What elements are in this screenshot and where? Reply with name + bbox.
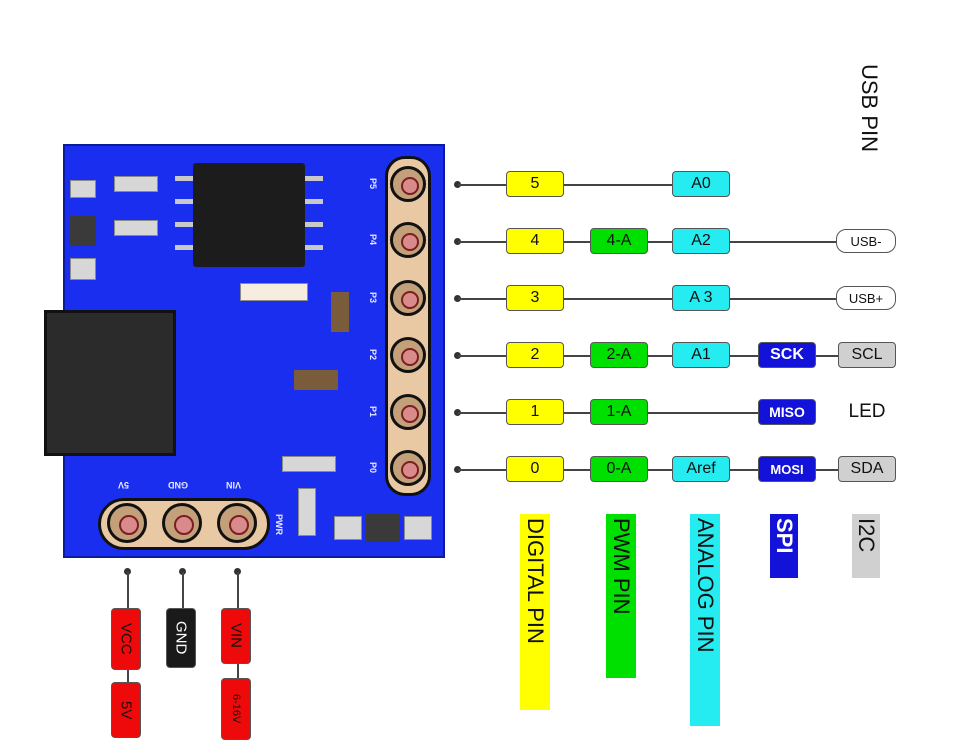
connector-line: [458, 355, 838, 357]
led-component: [240, 283, 308, 301]
chip-pin: [175, 222, 193, 227]
capacitor: [331, 292, 349, 332]
connector-line: [458, 241, 838, 243]
silk-p4: P4: [368, 234, 378, 246]
legend-pwm-pin: PWM PIN: [606, 514, 636, 678]
i2c-label-scl: SCL: [838, 342, 896, 368]
connector-dot: [234, 568, 241, 575]
led-label: LED: [848, 401, 886, 422]
power-label-vin-range: 6-16V: [221, 678, 251, 740]
connector-line: [237, 664, 239, 678]
connector-dot: [179, 568, 186, 575]
spi-label-sck: SCK: [758, 342, 816, 368]
silk-p5: P5: [368, 178, 378, 190]
spi-label-mosi: MOSI: [758, 456, 816, 482]
chip-pin: [175, 245, 193, 250]
silk-p0: P0: [368, 462, 378, 474]
connector-line: [458, 184, 678, 186]
pwm-label-4: 4-A: [590, 228, 648, 254]
connector-dot: [454, 409, 461, 416]
silk-pwr: PWR: [274, 514, 284, 535]
header-pin-p2: [390, 337, 426, 373]
resistor: [298, 488, 316, 536]
connector-dot: [454, 466, 461, 473]
capacitor: [294, 370, 338, 390]
power-label-vcc: VCC: [111, 608, 141, 670]
silk-5v: 5V: [118, 480, 130, 490]
digital-label-5: 5: [506, 171, 564, 197]
resistor: [114, 176, 158, 192]
connector-dot: [124, 568, 131, 575]
chip-pin: [305, 199, 323, 204]
connector-line: [182, 572, 184, 612]
connector-dot: [454, 352, 461, 359]
digital-label-3: 3: [506, 285, 564, 311]
spi-label-miso: MISO: [758, 399, 816, 425]
smd-component: [70, 180, 96, 198]
header-pin-p3: [390, 280, 426, 316]
connector-dot: [454, 238, 461, 245]
resistor: [282, 456, 336, 472]
digital-label-0: 0: [506, 456, 564, 482]
power-label-vin: VIN: [221, 608, 251, 664]
header-pin-p4: [390, 222, 426, 258]
analog-label-aref: Aref: [672, 456, 730, 482]
usb-plus-label: USB+: [836, 286, 896, 310]
usb-pin-title: USB PIN: [857, 64, 882, 153]
smd-component: [70, 258, 96, 280]
legend-spi: SPI: [770, 514, 798, 578]
i2c-label-sda: SDA: [838, 456, 896, 482]
connector-line: [237, 572, 239, 612]
silk-vin: VIN: [226, 480, 242, 490]
smd-component: [70, 216, 96, 246]
analog-label-a1: A1: [672, 342, 730, 368]
power-pin-vin: [217, 503, 257, 543]
power-label-gnd: GND: [166, 608, 196, 668]
analog-label-a2: A2: [672, 228, 730, 254]
header-pin-p5: [390, 166, 426, 202]
power-pin-gnd: [162, 503, 202, 543]
chip-pin: [175, 176, 193, 181]
power-label-5v: 5V: [111, 682, 141, 738]
usb-minus-label: USB-: [836, 229, 896, 253]
microcontroller-chip: [193, 163, 305, 267]
silk-p3: P3: [368, 292, 378, 304]
pin-header-strip: [385, 156, 431, 496]
header-pin-p0: [390, 450, 426, 486]
chip-pin: [305, 176, 323, 181]
chip-pin: [305, 245, 323, 250]
power-pin-5v: [107, 503, 147, 543]
chip-pin: [175, 199, 193, 204]
connector-line: [127, 572, 129, 612]
chip-pin: [305, 222, 323, 227]
connector-line: [458, 298, 838, 300]
header-pin-p1: [390, 394, 426, 430]
diode: [366, 514, 400, 542]
legend-digital-pin: DIGITAL PIN: [520, 514, 550, 710]
resistor: [404, 516, 432, 540]
connector-line: [127, 670, 129, 682]
digital-label-2: 2: [506, 342, 564, 368]
digital-label-1: 1: [506, 399, 564, 425]
resistor: [334, 516, 362, 540]
digital-label-4: 4: [506, 228, 564, 254]
silk-gnd: GND: [168, 480, 188, 490]
analog-label-a0: A0: [672, 171, 730, 197]
analog-label-a3: A 3: [672, 285, 730, 311]
pwm-label-1: 1-A: [590, 399, 648, 425]
pwm-label-0: 0-A: [590, 456, 648, 482]
legend-analog-pin: ANALOG PIN: [690, 514, 720, 726]
silk-p1: P1: [368, 406, 378, 418]
connector-dot: [454, 181, 461, 188]
pwm-label-2: 2-A: [590, 342, 648, 368]
connector-line: [458, 469, 838, 471]
legend-i2c: I2C: [852, 514, 880, 578]
silk-p2: P2: [368, 349, 378, 361]
resistor: [114, 220, 158, 236]
usb-regulator-block: [44, 310, 176, 456]
connector-dot: [454, 295, 461, 302]
